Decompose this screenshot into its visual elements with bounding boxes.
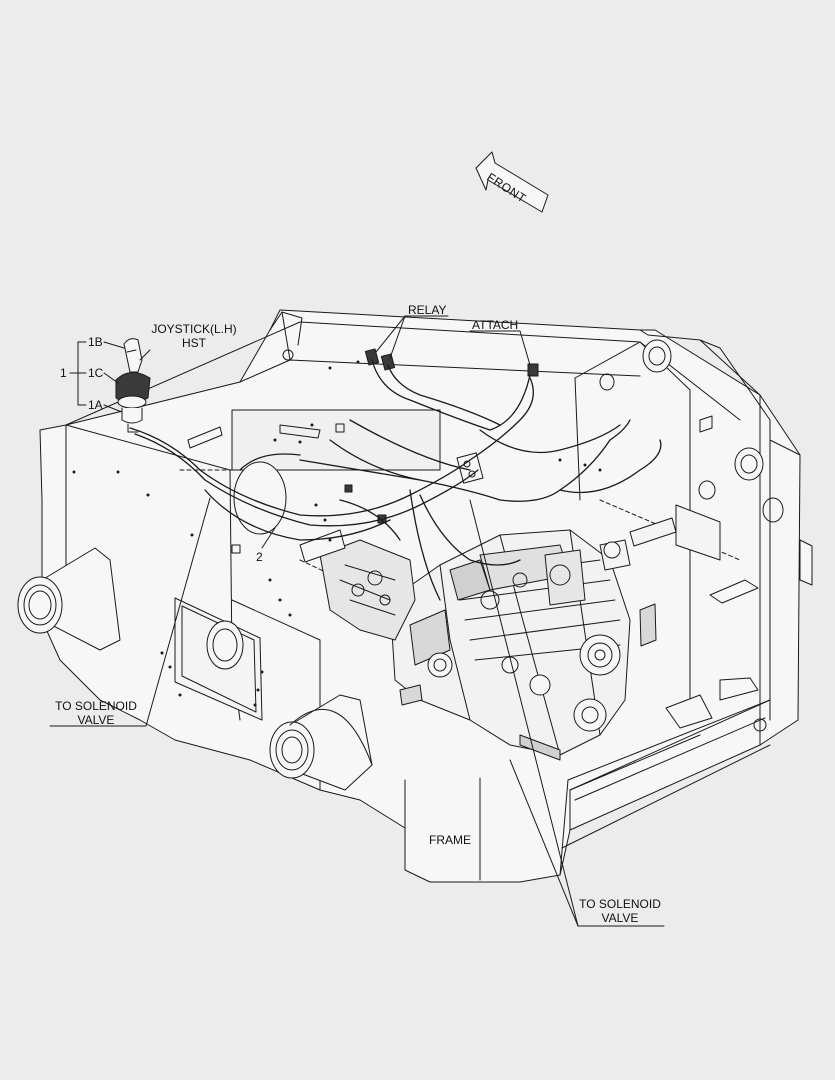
callout-2: 2	[256, 550, 263, 564]
joystick-label-line1: JOYSTICK(L.H)	[151, 322, 237, 336]
solenoid-left-line1: TO SOLENOID	[55, 699, 137, 713]
solenoid-right-line2: VALVE	[601, 911, 639, 925]
solenoid-left-label: TO SOLENOID VALVE	[48, 699, 144, 727]
engine-assembly	[389, 529, 631, 761]
callout-1c: 1C	[88, 366, 104, 380]
callout-1a: 1A	[88, 398, 103, 412]
front-arrow-icon	[475, 151, 549, 213]
attach-label: ATTACH	[472, 318, 519, 332]
right-end-details	[599, 339, 813, 732]
joystick-label-line2: HST	[182, 336, 206, 350]
callout-bracket-1	[69, 341, 125, 413]
panel-hole	[233, 461, 287, 535]
relay-label: RELAY	[408, 303, 447, 317]
access-plate	[174, 597, 263, 721]
solenoid-left-line2: VALVE	[77, 713, 115, 727]
wire-harness	[129, 359, 662, 601]
callout-1: 1	[60, 366, 67, 380]
frame-holes	[72, 360, 602, 707]
right-axle-housing	[269, 694, 373, 791]
frame-label: FRAME	[429, 833, 471, 847]
upper-panel	[187, 349, 441, 471]
joystick-label: JOYSTICK(L.H) HST	[140, 322, 248, 350]
solenoid-right-label: TO SOLENOID VALVE	[574, 897, 666, 925]
left-axle-housing	[17, 547, 121, 651]
leader-lines	[49, 315, 665, 927]
solenoid-right-line1: TO SOLENOID	[579, 897, 661, 911]
callout-1b: 1B	[88, 335, 103, 349]
relay-connectors	[231, 348, 539, 554]
joystick-icon	[115, 338, 151, 433]
